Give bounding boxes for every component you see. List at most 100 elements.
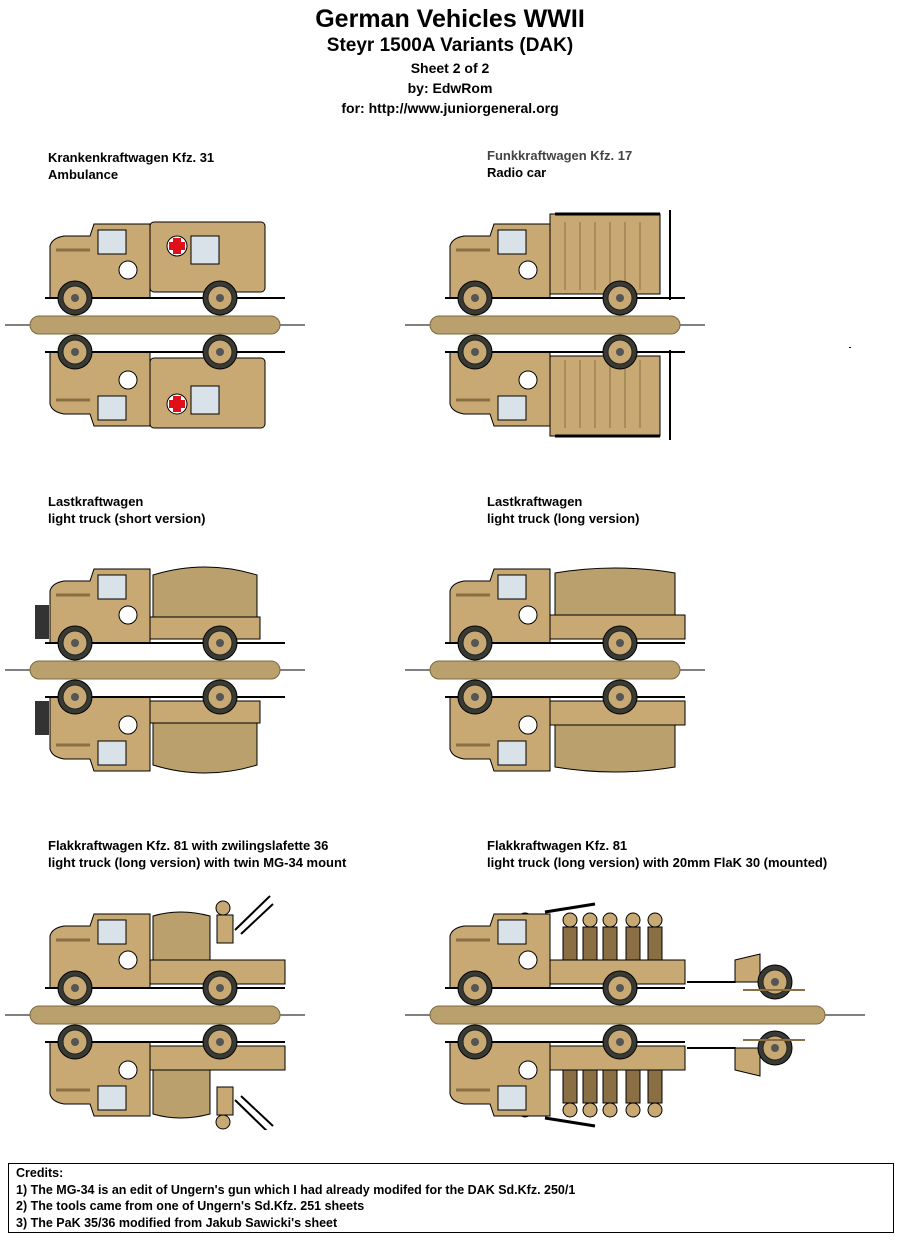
sheet-title: German Vehicles WWII xyxy=(315,5,585,33)
vehicle-desc: light truck (long version) with twin MG-… xyxy=(48,855,347,870)
wheel xyxy=(757,964,793,1000)
credits-heading: Credits: xyxy=(16,1166,64,1180)
crew-figure xyxy=(582,912,598,961)
counter-base xyxy=(429,1005,826,1025)
wheel xyxy=(457,1024,493,1060)
vehicle-name: Lastkraftwagen xyxy=(487,494,583,509)
wheel xyxy=(57,970,93,1006)
counter-base xyxy=(429,660,681,680)
crew-figure xyxy=(647,1069,663,1118)
sheet-number: Sheet 2 of 2 xyxy=(410,60,490,76)
side-view xyxy=(445,679,686,773)
cab xyxy=(49,223,151,299)
vehicle-name: Krankenkraftwagen Kfz. 31 xyxy=(48,150,215,165)
side-view xyxy=(35,679,285,774)
vehicle-desc: Ambulance xyxy=(48,167,119,182)
sheet-author: by: EdwRom xyxy=(407,80,493,96)
wheel xyxy=(202,679,238,715)
side-view xyxy=(45,895,286,1006)
stray-pixel xyxy=(849,347,851,348)
side-view xyxy=(445,334,685,440)
wheel xyxy=(602,679,638,715)
counter-base xyxy=(29,660,281,680)
credits-line: 3) The PaK 35/36 modified from Jakub Saw… xyxy=(16,1215,338,1230)
cab xyxy=(49,1041,151,1117)
wheel xyxy=(57,625,93,661)
wheel xyxy=(202,625,238,661)
wheel xyxy=(602,334,638,370)
crew-figure xyxy=(647,912,663,961)
cab xyxy=(449,351,551,427)
cab xyxy=(449,568,551,644)
wheel xyxy=(57,334,93,370)
wheel xyxy=(457,625,493,661)
vehicle-name: Funkkraftwagen Kfz. 17 xyxy=(487,148,633,163)
cab xyxy=(449,696,551,772)
vehicle-flak-mg xyxy=(5,890,305,1130)
side-view xyxy=(45,334,285,429)
sheet-site: for: http://www.juniorgeneral.org xyxy=(341,100,559,116)
vehicle-truck-short xyxy=(5,545,305,785)
vehicle-radio xyxy=(405,200,705,440)
crew-figure xyxy=(602,912,618,961)
wheel xyxy=(457,334,493,370)
wheel xyxy=(757,1030,793,1066)
side-view xyxy=(445,210,685,316)
vehicle-desc: Radio car xyxy=(487,165,547,180)
crew-figure xyxy=(625,912,641,961)
credits-box: Credits: 1) The MG-34 is an edit of Unge… xyxy=(8,1163,894,1233)
wheel xyxy=(602,1024,638,1060)
side-view xyxy=(445,567,686,661)
crew-figure xyxy=(562,912,578,961)
sheet-subtitle: Steyr 1500A Variants (DAK) xyxy=(326,35,574,56)
wheel xyxy=(57,679,93,715)
counter-base xyxy=(29,315,281,335)
wheel xyxy=(602,970,638,1006)
wheel xyxy=(202,334,238,370)
wheel xyxy=(57,1024,93,1060)
crew-figure xyxy=(562,1069,578,1118)
cab xyxy=(49,568,151,644)
side-view xyxy=(445,1024,805,1128)
counter-base xyxy=(29,1005,281,1025)
vehicle-truck-long xyxy=(405,545,705,785)
wheel xyxy=(57,280,93,316)
side-view xyxy=(45,1024,286,1130)
cab xyxy=(449,1041,551,1117)
vehicle-flak-20mm xyxy=(405,890,865,1130)
vehicle-desc: light truck (long version) xyxy=(487,511,640,526)
caption-flak-mg: Flakkraftwagen Kfz. 81 with zwilingslafe… xyxy=(48,837,346,871)
caption-truck-short: Lastkraftwagen light truck (short versio… xyxy=(48,493,205,527)
credits-line: 1) The MG-34 is an edit of Ungern's gun … xyxy=(16,1182,576,1197)
crew-figure xyxy=(582,1069,598,1118)
side-view xyxy=(445,902,805,1006)
caption-truck-long: Lastkraftwagen light truck (long version… xyxy=(487,493,639,527)
wheel xyxy=(602,625,638,661)
caption-ambulance: Krankenkraftwagen Kfz. 31 Ambulance xyxy=(48,149,214,183)
side-view xyxy=(45,221,285,316)
credits-line: 2) The tools came from one of Ungern's S… xyxy=(16,1199,365,1213)
wheel xyxy=(202,280,238,316)
crew-figure xyxy=(625,1069,641,1118)
cab xyxy=(449,223,551,299)
cab xyxy=(449,913,551,989)
side-view xyxy=(35,566,285,661)
sheet-header: German Vehicles WWII Steyr 1500A Variant… xyxy=(0,0,900,118)
wheel xyxy=(457,970,493,1006)
wheel xyxy=(202,970,238,1006)
caption-radio: Funkkraftwagen Kfz. 17 Radio car xyxy=(487,147,632,181)
cab xyxy=(49,913,151,989)
vehicle-desc: light truck (short version) xyxy=(48,511,206,526)
cab xyxy=(49,696,151,772)
wheel xyxy=(457,280,493,316)
vehicle-name: Flakkraftwagen Kfz. 81 xyxy=(487,838,628,853)
vehicle-desc: light truck (long version) with 20mm Fla… xyxy=(487,855,828,870)
cab xyxy=(49,351,151,427)
wheel xyxy=(602,280,638,316)
crew-figure xyxy=(602,1069,618,1118)
vehicle-name: Flakkraftwagen Kfz. 81 with zwilingslafe… xyxy=(48,838,329,853)
caption-flak-20mm: Flakkraftwagen Kfz. 81 light truck (long… xyxy=(487,837,827,871)
wheel xyxy=(202,1024,238,1060)
wheel xyxy=(457,679,493,715)
counter-base xyxy=(429,315,681,335)
